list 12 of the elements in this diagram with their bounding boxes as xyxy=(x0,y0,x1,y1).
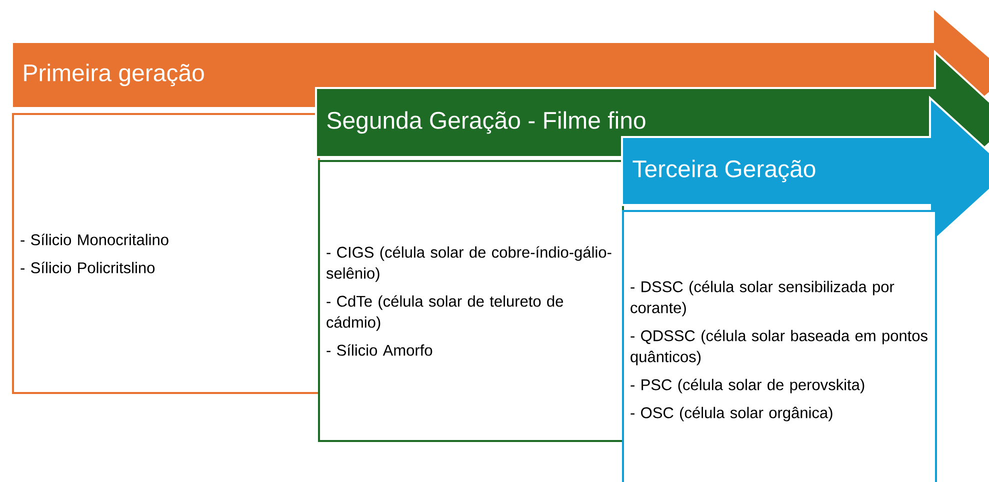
list-item: - Sílicio Amorfo xyxy=(326,344,432,356)
list-item: - Sílicio Monocritalino xyxy=(20,234,168,246)
list-box xyxy=(12,113,320,394)
list-item: - OSC (célula solar orgânica) xyxy=(630,406,832,422)
list-box xyxy=(318,160,624,442)
list-item: - Sílicio Policritslino xyxy=(20,262,155,274)
list-item: - DSSC (célula solar sensibilizada por corante) xyxy=(630,280,894,316)
list-box xyxy=(622,210,937,482)
list-item: - QDSSC (célula solar baseada em pontos quânticos) xyxy=(630,330,928,366)
list-item: - CIGS (célula solar de cobre-índio-gálio-selênio) xyxy=(326,246,612,282)
list-item: - PSC (célula solar de perovskita) xyxy=(630,378,864,394)
list-item: - CdTe (célula solar de telureto de cádmio) xyxy=(326,295,564,331)
